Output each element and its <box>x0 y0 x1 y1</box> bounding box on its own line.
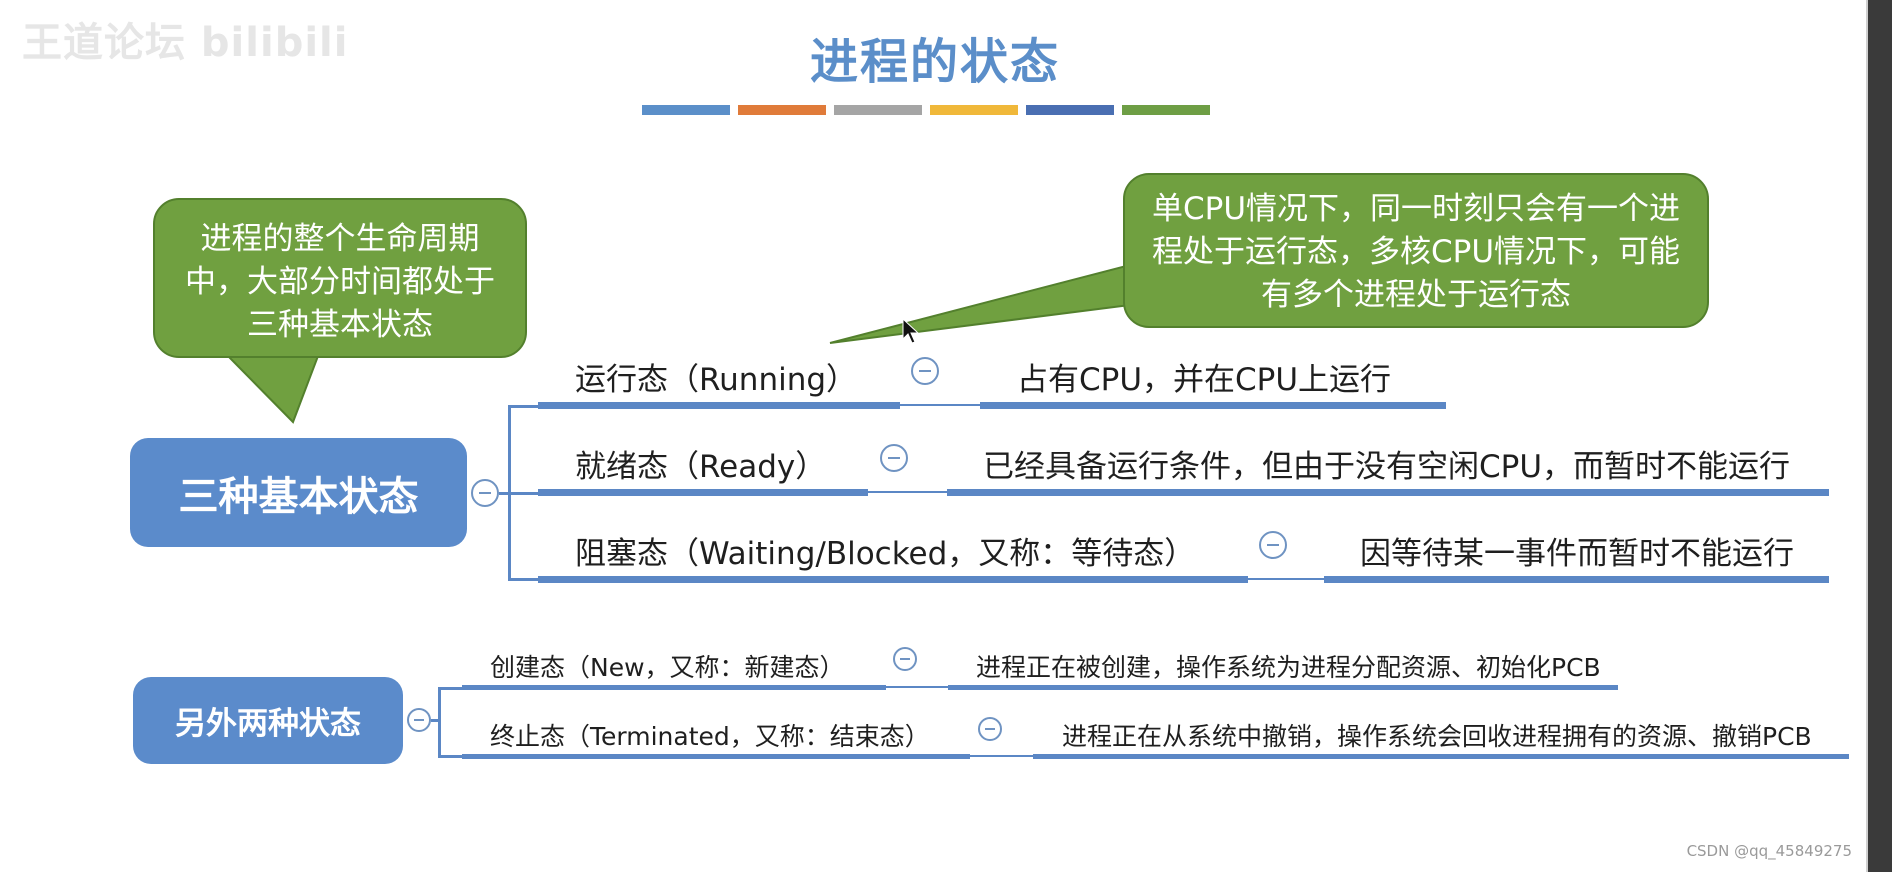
callout-left: 进程的整个生命周期中，大部分时间都处于三种基本状态 <box>153 198 527 358</box>
title-color-bar <box>642 105 730 115</box>
state-desc-new: 进程正在被创建，操作系统为进程分配资源、初始化PCB <box>976 653 1601 682</box>
state-desc-ready: 已经具备运行条件，但由于没有空闲CPU，而暂时不能运行 <box>983 449 1791 485</box>
left-callout-tail <box>225 355 320 424</box>
collapse-toggle-icon[interactable] <box>471 479 499 507</box>
collapse-toggle-icon[interactable] <box>893 647 917 671</box>
title-color-bar <box>1122 105 1210 115</box>
state-underline <box>538 489 868 496</box>
slide-title: 进程的状态 <box>809 34 1060 90</box>
connector-line <box>900 404 980 406</box>
title-color-bar <box>738 105 826 115</box>
collapse-toggle-icon[interactable] <box>978 717 1002 741</box>
state-name-new: 创建态（New，又称：新建态） <box>490 653 845 682</box>
state-desc-terminated: 进程正在从系统中撤销，操作系统会回收进程拥有的资源、撤销PCB <box>1062 722 1812 751</box>
connector-line <box>886 686 948 688</box>
state-underline <box>462 685 886 690</box>
state-name-blocked: 阻塞态（Waiting/Blocked，又称：等待态） <box>575 536 1196 572</box>
state-underline <box>462 754 970 759</box>
desc-underline <box>948 685 1618 690</box>
connector-line <box>438 687 462 690</box>
bracket-line <box>438 687 441 758</box>
connector-line <box>499 492 510 495</box>
collapse-toggle-icon[interactable] <box>880 444 908 472</box>
connector-line <box>508 492 538 495</box>
desc-underline <box>980 402 1446 409</box>
watermark-logo: 王道论坛 bilibili <box>22 20 349 66</box>
connector-line <box>438 755 462 758</box>
title-color-bar <box>834 105 922 115</box>
connector-line <box>508 578 538 581</box>
connector-line <box>868 491 947 493</box>
right-edge-divider <box>1866 0 1868 872</box>
collapse-toggle-icon[interactable] <box>911 357 939 385</box>
connector-line <box>431 719 440 722</box>
root-node-basic-states[interactable]: 三种基本状态 <box>130 438 467 547</box>
connector-line <box>1248 578 1324 580</box>
callout-right: 单CPU情况下，同一时刻只会有一个进程处于运行态，多核CPU情况下，可能有多个进… <box>1123 173 1709 328</box>
right-edge-strip <box>1868 0 1892 872</box>
state-desc-blocked: 因等待某一事件而暂时不能运行 <box>1360 536 1794 572</box>
state-underline <box>538 402 900 409</box>
state-name-ready: 就绪态（Ready） <box>575 449 827 485</box>
title-color-bar <box>930 105 1018 115</box>
connector-line <box>970 755 1033 757</box>
collapse-toggle-icon[interactable] <box>407 708 431 732</box>
state-name-running: 运行态（Running） <box>575 362 858 398</box>
desc-underline <box>1033 754 1849 759</box>
desc-underline <box>1324 576 1829 583</box>
state-name-terminated: 终止态（Terminated，又称：结束态） <box>490 722 930 751</box>
connector-line <box>508 405 538 408</box>
collapse-toggle-icon[interactable] <box>1259 531 1287 559</box>
right-callout-tail <box>829 263 1131 344</box>
state-desc-running: 占有CPU，并在CPU上运行 <box>1017 362 1392 398</box>
footer-watermark: CSDN @qq_45849275 <box>1686 842 1852 860</box>
mouse-cursor-icon <box>902 318 920 344</box>
title-color-bar <box>1026 105 1114 115</box>
root-node-other-states[interactable]: 另外两种状态 <box>133 677 403 764</box>
desc-underline <box>947 489 1829 496</box>
state-underline <box>538 576 1248 583</box>
